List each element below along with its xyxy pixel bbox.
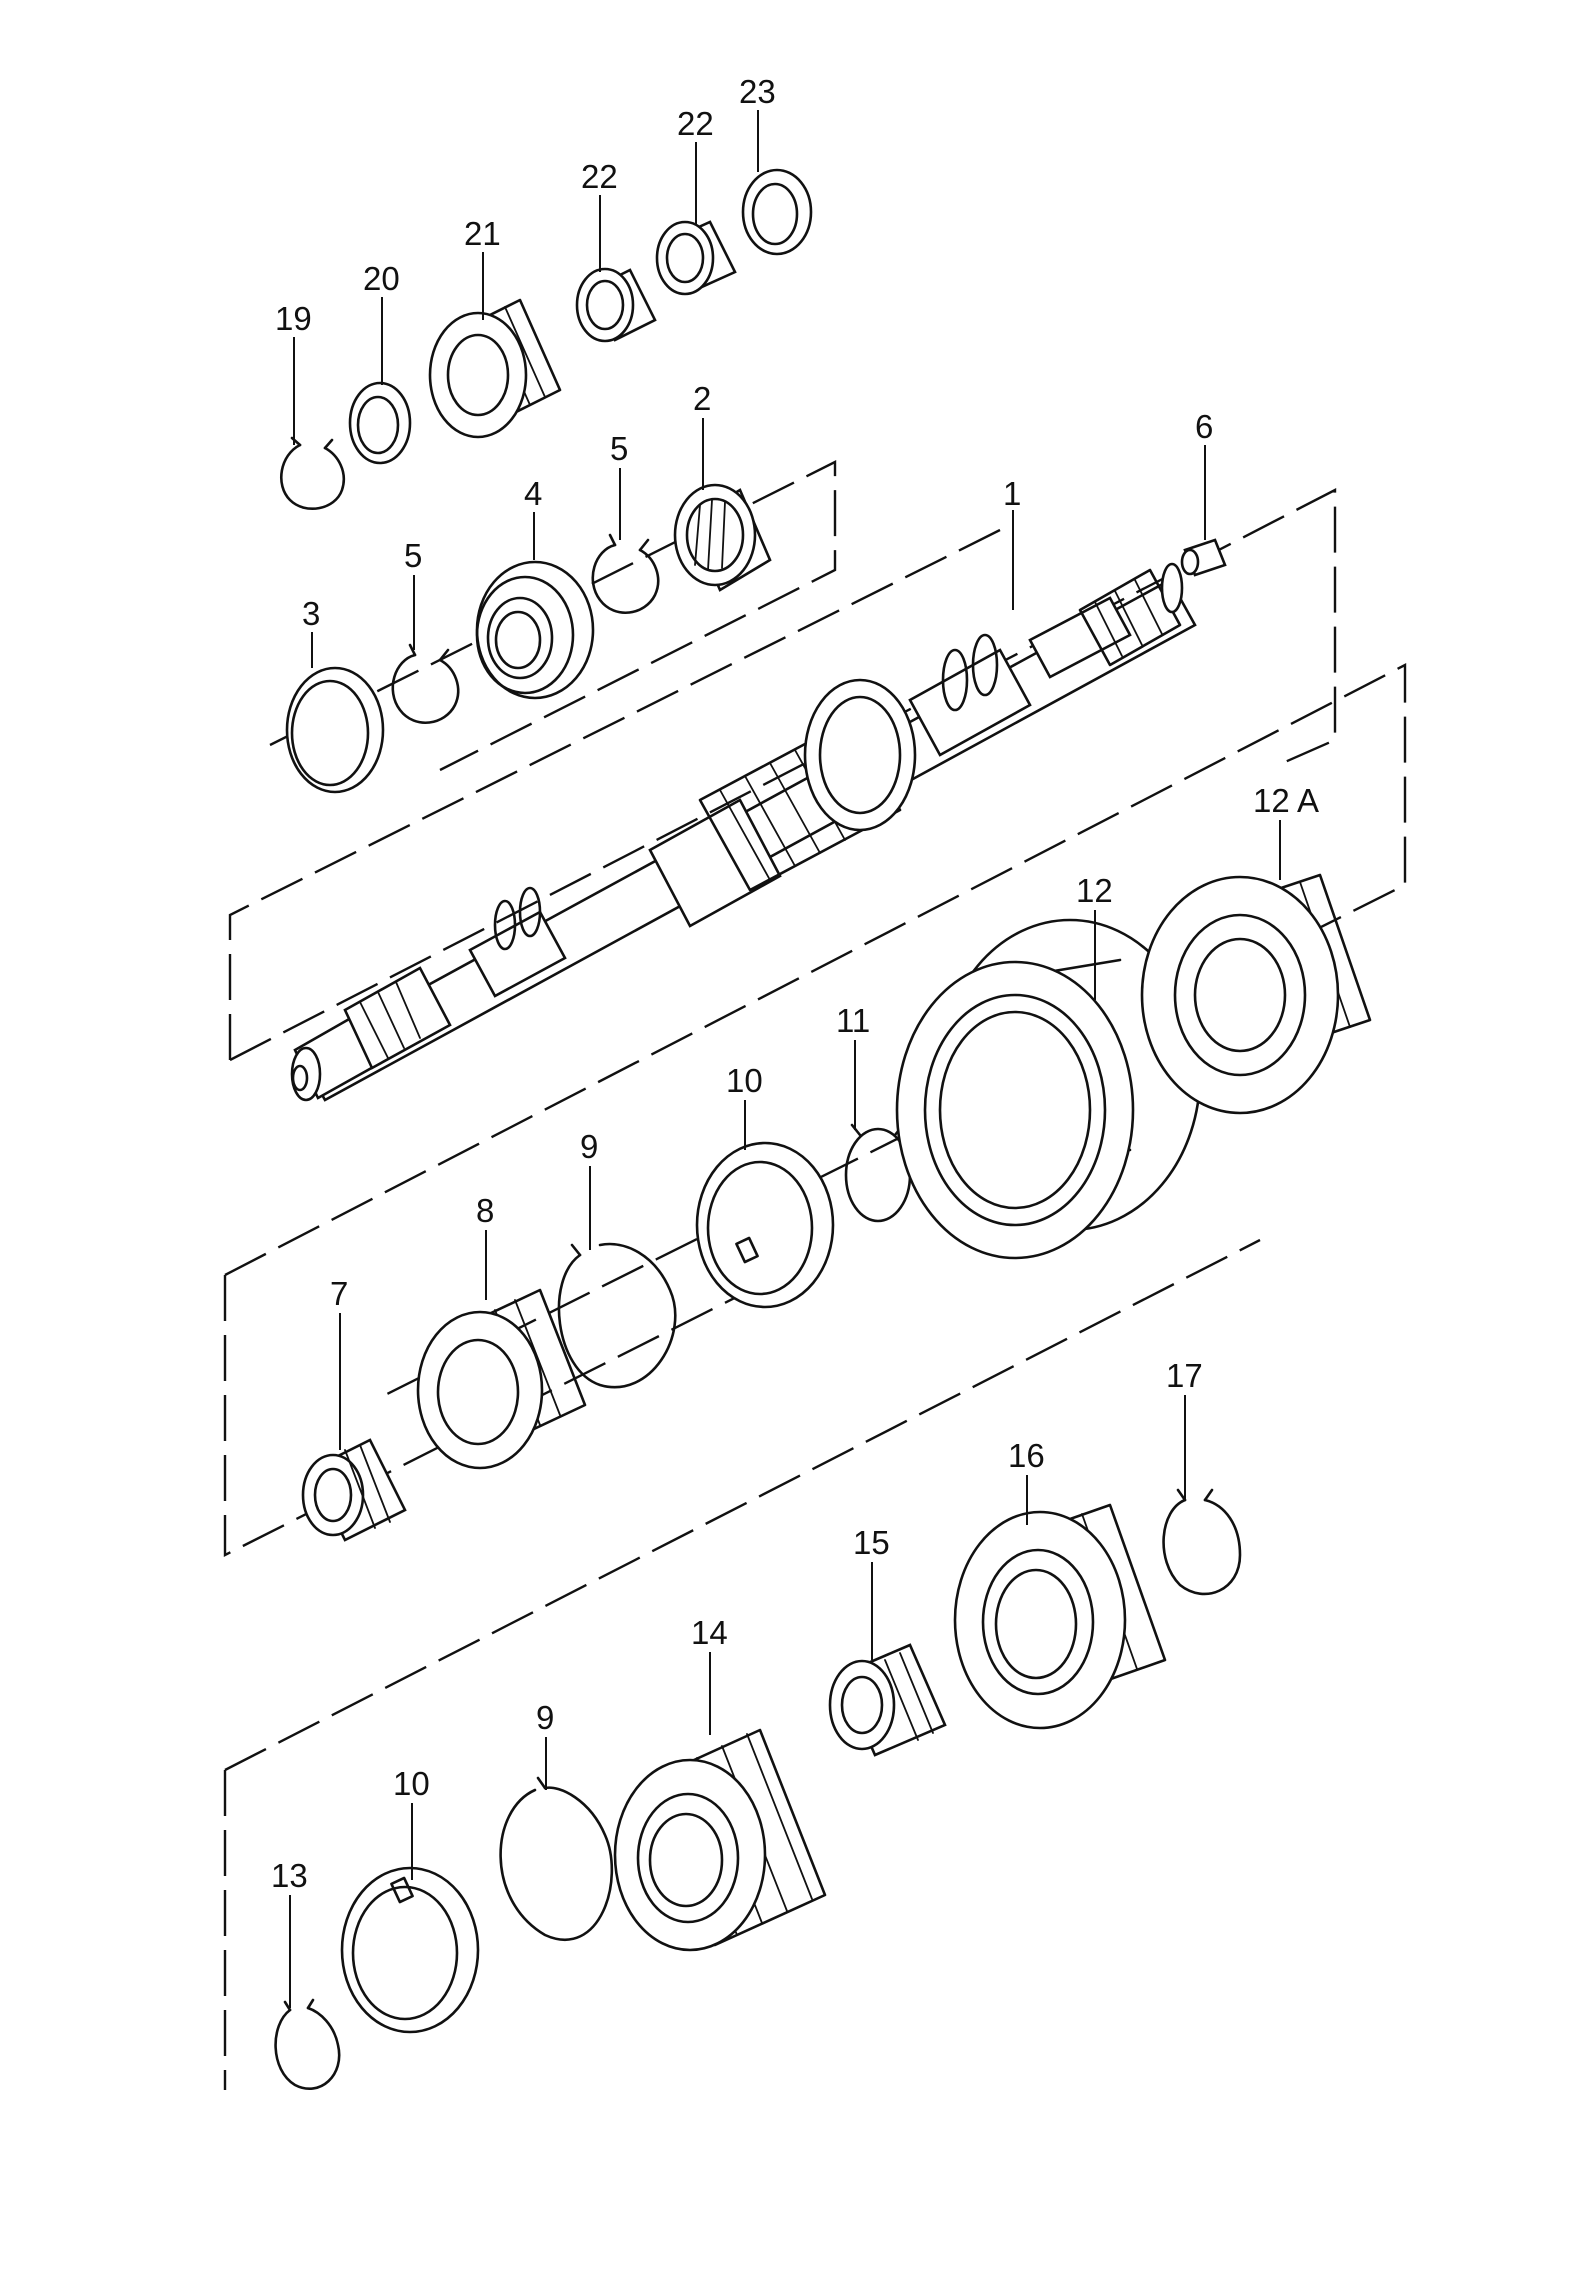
synchro-ring-10a <box>695 1141 835 1309</box>
main-shaft <box>290 562 1197 1102</box>
callout-5a: 5 <box>404 537 422 574</box>
needle-cage-7 <box>301 1438 407 1542</box>
lock-washer-23 <box>741 168 813 256</box>
gear-8 <box>416 1288 587 1470</box>
callout-11: 11 <box>836 1002 870 1039</box>
leader-lines <box>289 110 1281 2008</box>
callout-5b: 5 <box>610 430 628 467</box>
circlip-5a <box>391 643 460 725</box>
thrust-washer-20 <box>348 381 412 465</box>
synchro-ring-10b <box>340 1866 480 2034</box>
needle-bearing-2 <box>673 483 772 592</box>
callout-4: 4 <box>524 475 542 512</box>
callout-20: 20 <box>363 260 400 297</box>
callout-23: 23 <box>739 73 776 110</box>
circlip-17 <box>1162 1488 1242 1596</box>
circlip-5b <box>591 533 660 615</box>
callout-10b: 10 <box>393 1765 430 1802</box>
synchro-hub-12a <box>1140 873 1372 1115</box>
callout-9b: 9 <box>536 1699 554 1736</box>
callout-22a: 22 <box>581 158 618 195</box>
pin-6 <box>1180 538 1227 577</box>
callout-21: 21 <box>464 215 501 252</box>
gear-14 <box>613 1728 827 1952</box>
circlip-19 <box>280 436 346 510</box>
callout-22b: 22 <box>677 105 714 142</box>
gear-21 <box>428 298 562 439</box>
callout-12: 12 <box>1076 872 1113 909</box>
callout-12a: 12 A <box>1253 782 1319 819</box>
callout-10a: 10 <box>726 1062 763 1099</box>
callout-9a: 9 <box>580 1128 598 1165</box>
sliding-sleeve-12 <box>895 918 1202 1260</box>
callout-1: 1 <box>1003 475 1021 512</box>
callout-15: 15 <box>853 1524 890 1561</box>
callout-17: 17 <box>1166 1357 1203 1394</box>
ball-bearing-4 <box>475 560 595 700</box>
snap-ring-9b <box>499 1776 614 1941</box>
group-boundaries <box>223 460 1407 2090</box>
needle-cage-22a <box>575 267 657 343</box>
callout-3: 3 <box>302 595 320 632</box>
needle-cage-15 <box>828 1643 947 1757</box>
callout-13: 13 <box>271 1857 308 1894</box>
snap-ring-9a <box>557 1242 677 1389</box>
callout-19: 19 <box>275 300 312 337</box>
callout-7: 7 <box>330 1275 348 1312</box>
callout-2: 2 <box>693 380 711 417</box>
callout-14: 14 <box>691 1614 728 1651</box>
shim-ring-3 <box>285 666 385 794</box>
gear-16 <box>953 1503 1167 1730</box>
callout-6: 6 <box>1195 408 1213 445</box>
circlip-13 <box>274 1998 341 2091</box>
callout-16: 16 <box>1008 1437 1045 1474</box>
callouts: 1 2 3 4 5 5 6 7 8 9 9 10 10 11 12 12 A 1… <box>271 73 1319 1894</box>
callout-8: 8 <box>476 1192 494 1229</box>
needle-cage-22b <box>655 220 737 296</box>
